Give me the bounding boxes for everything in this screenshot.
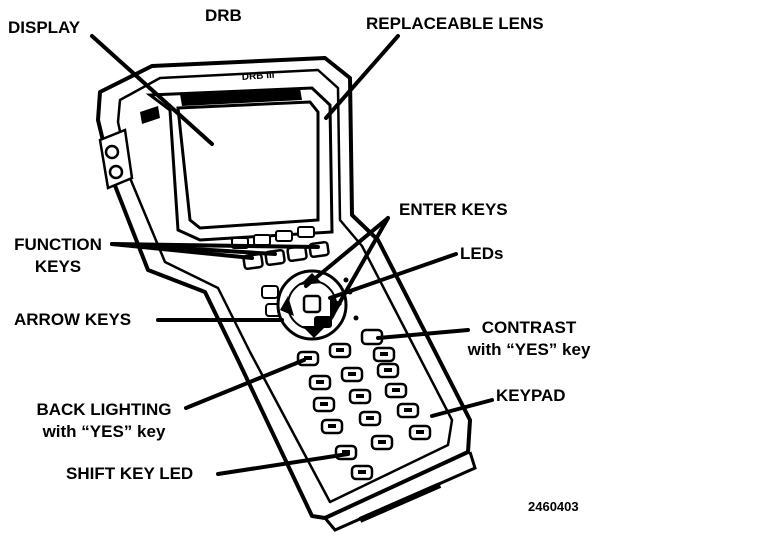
arrow-down-key — [302, 326, 326, 338]
label-function-keys-line2: KEYS — [34, 257, 82, 276]
device-brand-text: DRB III — [241, 70, 275, 83]
left-key-1 — [261, 285, 279, 299]
led-3 — [353, 315, 359, 321]
label-leds: LEDs — [460, 244, 504, 263]
enter-key-lower — [314, 316, 332, 328]
leader-display — [90, 34, 214, 146]
label-enter-keys: ENTER KEYS — [399, 200, 508, 219]
leader-leds — [328, 252, 458, 300]
led-1 — [343, 277, 349, 283]
leader-back-lighting — [184, 358, 306, 410]
leader-enter-keys-1 — [304, 216, 390, 288]
side-connector-port-1 — [104, 144, 120, 160]
label-contrast: CONTRAST with “YES” key — [454, 317, 604, 361]
arrow-up-key — [300, 273, 322, 285]
label-back-lighting-line1: BACK LIGHTING — [36, 400, 172, 419]
side-connector-port-2 — [108, 164, 124, 180]
leader-contrast — [376, 328, 470, 340]
label-arrow-keys: ARROW KEYS — [14, 310, 132, 329]
side-connector — [98, 128, 134, 190]
leader-lines — [90, 34, 494, 476]
device-inner-contour — [116, 68, 454, 504]
leader-function-keys-3 — [110, 242, 320, 249]
keypad-key-marks — [304, 348, 424, 474]
device-base-slot — [358, 482, 442, 523]
label-keypad: KEYPAD — [496, 386, 566, 405]
label-back-lighting-line2: with “YES” key — [42, 422, 166, 441]
display-screen — [176, 100, 320, 230]
label-contrast-line1: CONTRAST — [481, 318, 577, 337]
figure-number: 2460403 — [528, 499, 579, 514]
display-text-band — [180, 88, 302, 106]
leader-replaceable-lens — [324, 34, 400, 120]
label-replaceable-lens: REPLACEABLE LENS — [366, 14, 544, 33]
label-contrast-line2: with “YES” key — [467, 340, 591, 359]
label-display: DISPLAY — [8, 18, 81, 37]
enter-key-center — [302, 294, 322, 314]
leader-shift-key-led — [216, 452, 350, 476]
arrow-left-key — [280, 296, 294, 316]
function-keys — [242, 240, 330, 271]
label-back-lighting: BACK LIGHTING with “YES” key — [22, 399, 186, 443]
label-function-keys-line1: FUNCTION — [14, 235, 102, 254]
leader-keypad — [430, 398, 494, 418]
leader-enter-keys-2 — [330, 216, 390, 318]
badge-mark — [140, 106, 160, 124]
function-key-4 — [308, 240, 330, 259]
diagram-title: DRB — [205, 6, 242, 25]
label-function-keys: FUNCTION KEYS — [4, 234, 112, 278]
label-shift-key-led: SHIFT KEY LED — [66, 464, 194, 483]
